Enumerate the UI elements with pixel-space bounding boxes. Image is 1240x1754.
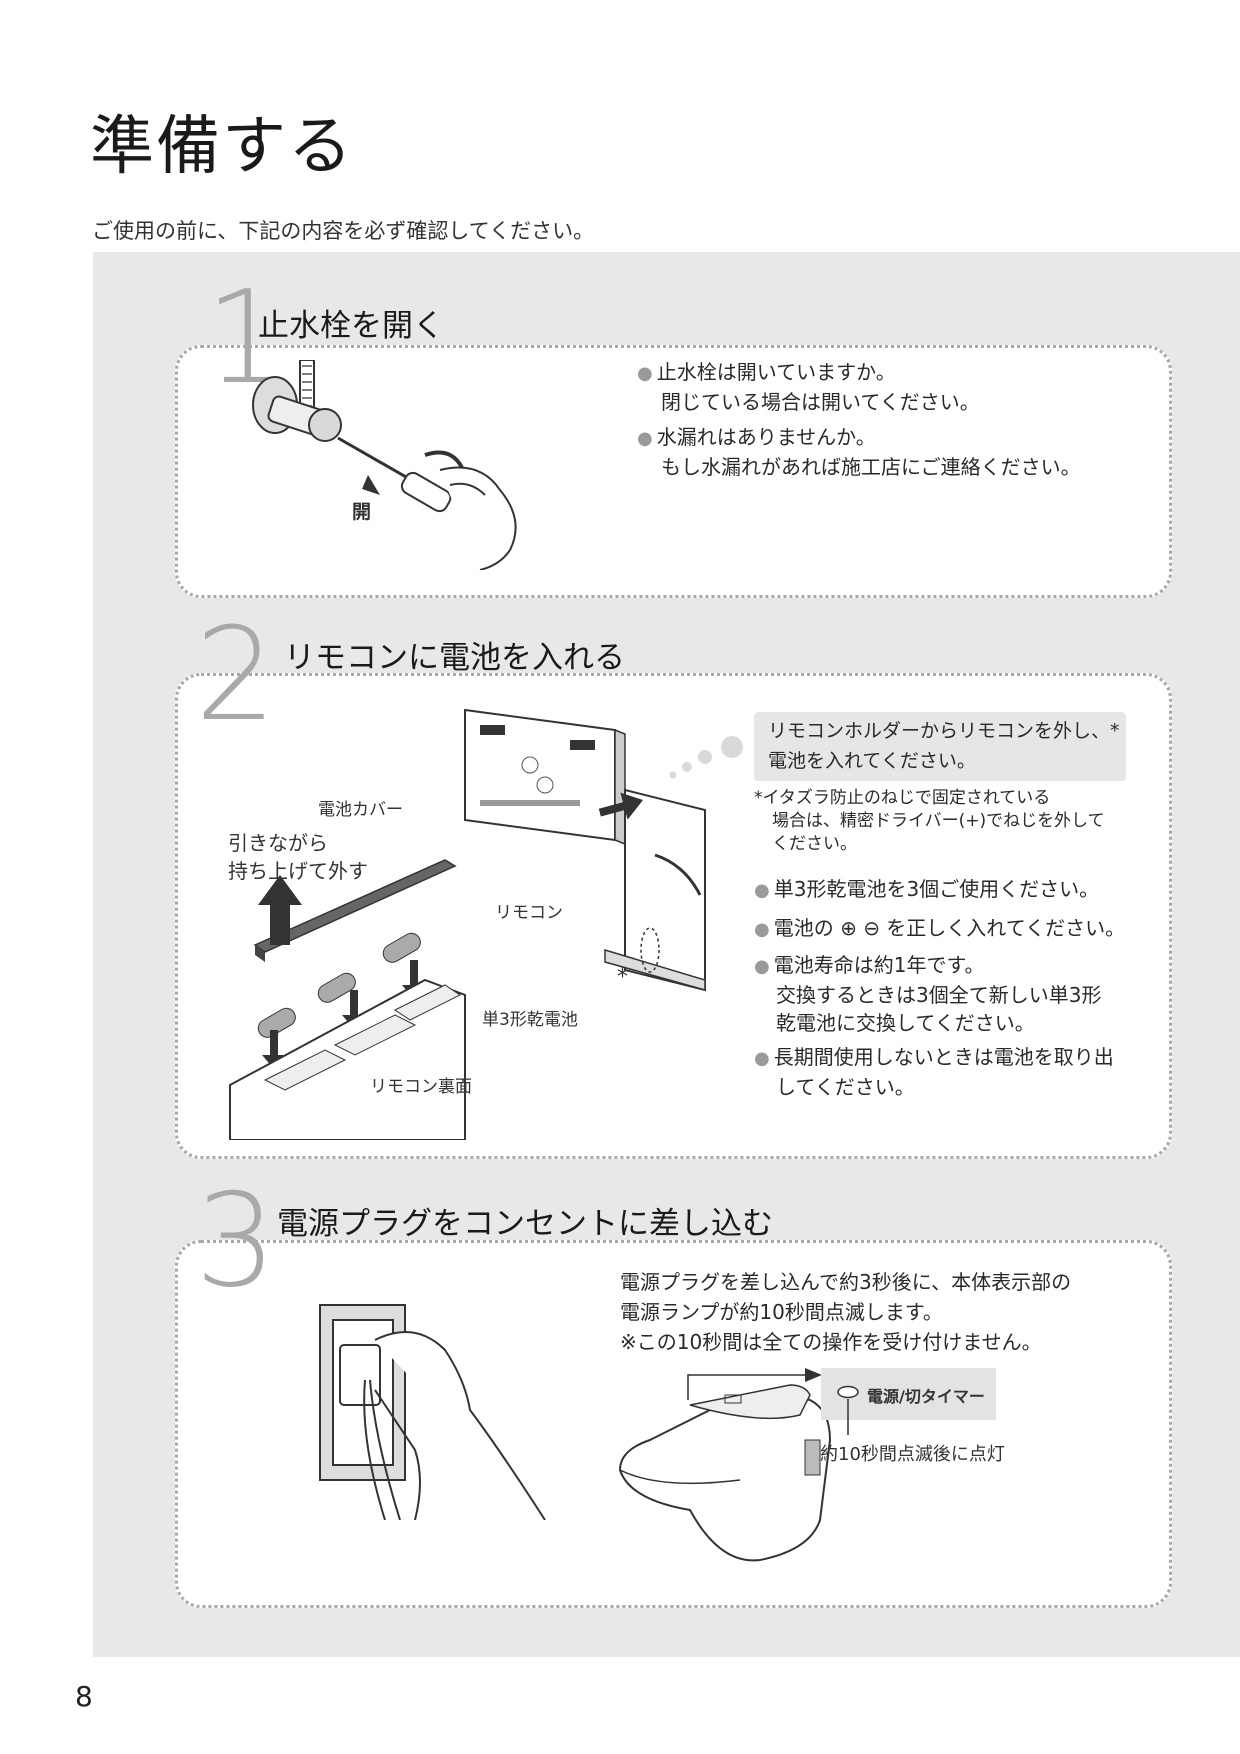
bullet-dot-icon: ●: [637, 428, 653, 449]
step3-line2: 電源ランプが約10秒間点滅します。: [620, 1300, 943, 1324]
label-remote-back: リモコン裏面: [370, 1077, 472, 1097]
page-number: 8: [75, 1680, 93, 1713]
bullet-dot-icon: ●: [754, 919, 770, 940]
step3-line1: 電源プラグを差し込んで約3秒後に、本体表示部の: [620, 1270, 1072, 1294]
valve-illustration: [252, 360, 517, 570]
toilet-illustration: [618, 1384, 832, 1562]
speech-dots-icon: [669, 736, 743, 779]
step2-bullet1: ●単3形乾電池を3個ご使用ください。: [754, 874, 1099, 906]
callout-line2: 電池を入れてください。: [768, 750, 976, 772]
step2-bullet3-line3: 乾電池に交換してください。: [776, 1011, 1035, 1035]
step2-bullet3-line1: 電池寿命は約1年です。: [773, 953, 985, 977]
page-title: 準備する: [90, 110, 354, 184]
step1-bullet1-line2: 閉じている場合は開いてください。: [661, 390, 980, 414]
remote-battery-illustration: [229, 708, 706, 1140]
pointer-arrow: [687, 1368, 822, 1400]
step3-line3: ※この10秒間は全ての操作を受け付けません。: [620, 1330, 1042, 1354]
note-line3: ください。: [772, 834, 857, 854]
step1-bullet1: ●止水栓は開いていますか。: [637, 357, 896, 389]
step1-bullet2: ●水漏れはありませんか。: [637, 422, 876, 454]
label-aa-battery: 単3形乾電池: [482, 1010, 578, 1030]
step1-title: 止水栓を開く: [258, 308, 444, 344]
label-pull-line2: 持ち上げて外す: [228, 859, 368, 883]
step3-number: 3: [195, 1167, 277, 1316]
label-remote: リモコン: [495, 903, 563, 923]
step1-bullet1-line1: 止水栓は開いていますか。: [656, 360, 896, 384]
label-battery-cover: 電池カバー: [318, 800, 403, 820]
step2-bullet2-text: 電池の ⊕ ⊖ を正しく入れてください。: [773, 916, 1126, 940]
bullet-dot-icon: ●: [754, 956, 770, 977]
plug-illustration: [319, 1304, 546, 1520]
step2-bullet2: ●電池の ⊕ ⊖ を正しく入れてください。: [754, 913, 1125, 945]
label-pull-line1: 引きながら: [228, 831, 328, 855]
callout-line1: リモコンホルダーからリモコンを外し、*: [768, 720, 1120, 742]
step2-bullet3-line2: 交換するときは3個全て新しい単3形: [776, 983, 1102, 1007]
callout-box: [754, 712, 1126, 781]
step2-title: リモコンに電池を入れる: [284, 640, 625, 676]
step1-card: [175, 345, 1172, 598]
note-line1: *イタズラ防止のねじで固定されている: [754, 788, 1051, 808]
bullet-dot-icon: ●: [637, 363, 653, 384]
step1-bullet2-line1: 水漏れはありませんか。: [656, 425, 876, 449]
step2-number: 2: [195, 601, 277, 750]
indicator-label: 電源/切タイマー: [867, 1387, 985, 1406]
step2-bullet4-line1: 長期間使用しないときは電池を取り出: [773, 1045, 1114, 1069]
step2-bullet4-line2: してください。: [776, 1075, 915, 1099]
step2-bullet1-text: 単3形乾電池を3個ご使用ください。: [773, 877, 1100, 901]
step3-title: 電源プラグをコンセントに差し込む: [277, 1206, 773, 1242]
note-line2: 場合は、精密ドライバー(+)でねじを外して: [772, 811, 1105, 831]
step1-bullet2-line2: もし水漏れがあれば施工店にご連絡ください。: [661, 455, 1081, 479]
open-label: 開: [352, 501, 372, 523]
label-star: *: [617, 965, 628, 990]
indicator-caption: 約10秒間点滅後に点灯: [820, 1444, 1005, 1465]
intro-text: ご使用の前に、下記の内容を必ず確認してください。: [92, 219, 595, 243]
step2-bullet4: ●長期間使用しないときは電池を取り出: [754, 1042, 1114, 1074]
caption-leader: [847, 1399, 849, 1435]
power-lamp-icon: [837, 1385, 859, 1399]
step2-bullet3: ●電池寿命は約1年です。: [754, 950, 984, 982]
bullet-dot-icon: ●: [754, 880, 770, 901]
bullet-dot-icon: ●: [754, 1048, 770, 1069]
